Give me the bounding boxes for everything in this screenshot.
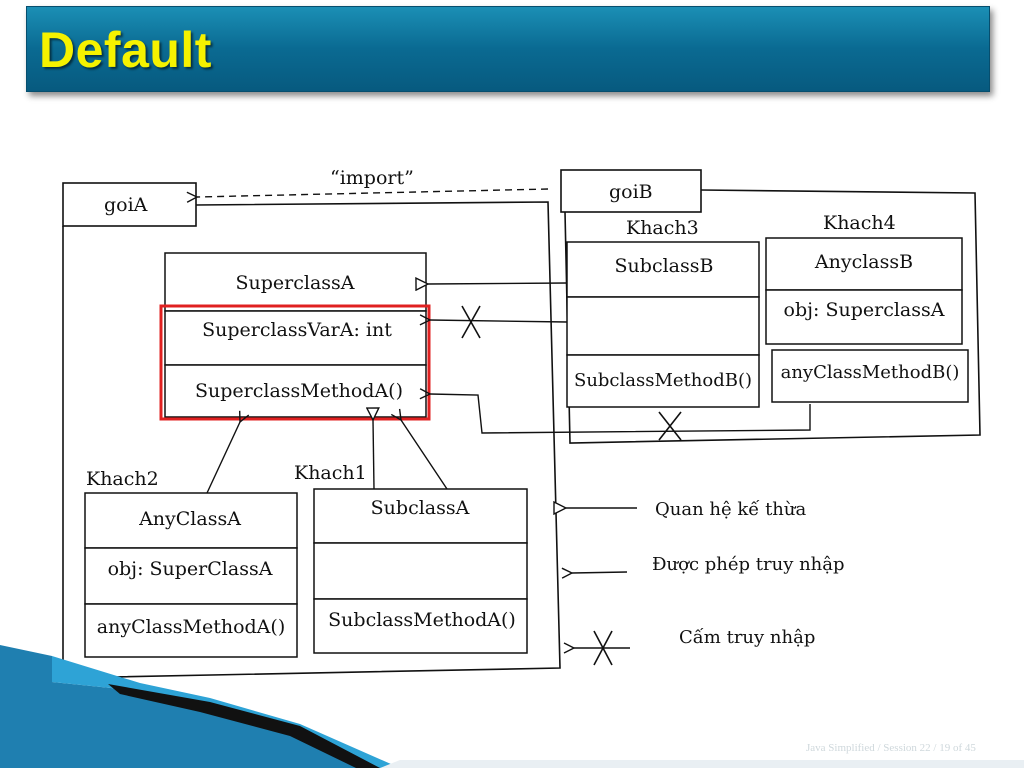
class-anyclassB-method: anyClassMethodB() bbox=[781, 362, 960, 383]
legend-inheritance-label: Quan hệ kế thừa bbox=[655, 499, 806, 520]
class-subclassB-name: SubclassB bbox=[615, 255, 714, 277]
legend-denied-label: Cấm truy nhập bbox=[679, 627, 815, 648]
inheritance-subclassA bbox=[373, 420, 374, 490]
label-khach2: Khach2 bbox=[86, 468, 159, 490]
legend-denied-arrow bbox=[574, 630, 630, 666]
class-anyClassA-attribute: obj: SuperClassA bbox=[108, 558, 273, 580]
class-anyclassB: AnyclassB obj: SuperclassA anyClassMetho… bbox=[765, 237, 969, 403]
class-superclassA-method: SuperclassMethodA() bbox=[195, 380, 403, 402]
class-subclassA-name: SubclassA bbox=[371, 497, 470, 519]
legend-allowed-label: Được phép truy nhập bbox=[652, 554, 845, 575]
class-subclassA: SubclassA SubclassMethodA() bbox=[313, 488, 528, 654]
access-anyClassA bbox=[206, 422, 240, 494]
class-subclassA-method: SubclassMethodA() bbox=[328, 609, 516, 631]
import-dependency: “import” bbox=[197, 167, 549, 197]
package-goiA-tab bbox=[62, 182, 197, 227]
package-goiA: goiA bbox=[62, 182, 561, 679]
decorative-swoosh bbox=[0, 645, 1024, 768]
package-goiB-label: goiB bbox=[609, 181, 653, 203]
legend: Quan hệ kế thừa Được phép truy nhập Cấm … bbox=[566, 499, 845, 666]
class-superclassA: SuperclassA SuperclassVarA: int Supercla… bbox=[164, 252, 427, 418]
inheritance-subclassB bbox=[428, 283, 568, 284]
class-anyClassA: AnyClassA obj: SuperClassA anyClassMetho… bbox=[84, 492, 298, 658]
allowed-goiB-method bbox=[430, 394, 811, 441]
slide-footer: Java Simplified / Session 22 / 19 of 45 bbox=[806, 742, 976, 754]
label-khach1: Khach1 bbox=[294, 462, 367, 484]
package-goiB-tab bbox=[560, 169, 702, 213]
class-superclassA-name: SuperclassA bbox=[235, 272, 354, 294]
class-anyClassA-method: anyClassMethodA() bbox=[97, 616, 285, 638]
package-goiA-body bbox=[62, 201, 561, 679]
class-anyclassB-name: AnyclassB bbox=[814, 251, 913, 273]
class-subclassB-method: SubclassMethodB() bbox=[574, 370, 752, 391]
package-goiA-label: goiA bbox=[104, 194, 148, 216]
label-khach3: Khach3 bbox=[626, 217, 699, 239]
access-subclassA bbox=[401, 420, 448, 490]
label-khach4: Khach4 bbox=[823, 212, 896, 234]
class-anyClassA-name: AnyClassA bbox=[138, 508, 241, 530]
slide-title-bar: Default bbox=[26, 6, 990, 92]
class-anyclassB-attribute: obj: SuperclassA bbox=[784, 299, 945, 321]
import-label: “import” bbox=[330, 167, 414, 189]
legend-allowed-arrow bbox=[572, 572, 628, 573]
highlight-box bbox=[159, 304, 431, 421]
class-superclassA-attribute: SuperclassVarA: int bbox=[202, 319, 392, 341]
denied-subclassB-var bbox=[430, 305, 568, 339]
slide-title: Default bbox=[39, 22, 212, 78]
class-subclassB: SubclassB SubclassMethodB() bbox=[566, 241, 760, 408]
